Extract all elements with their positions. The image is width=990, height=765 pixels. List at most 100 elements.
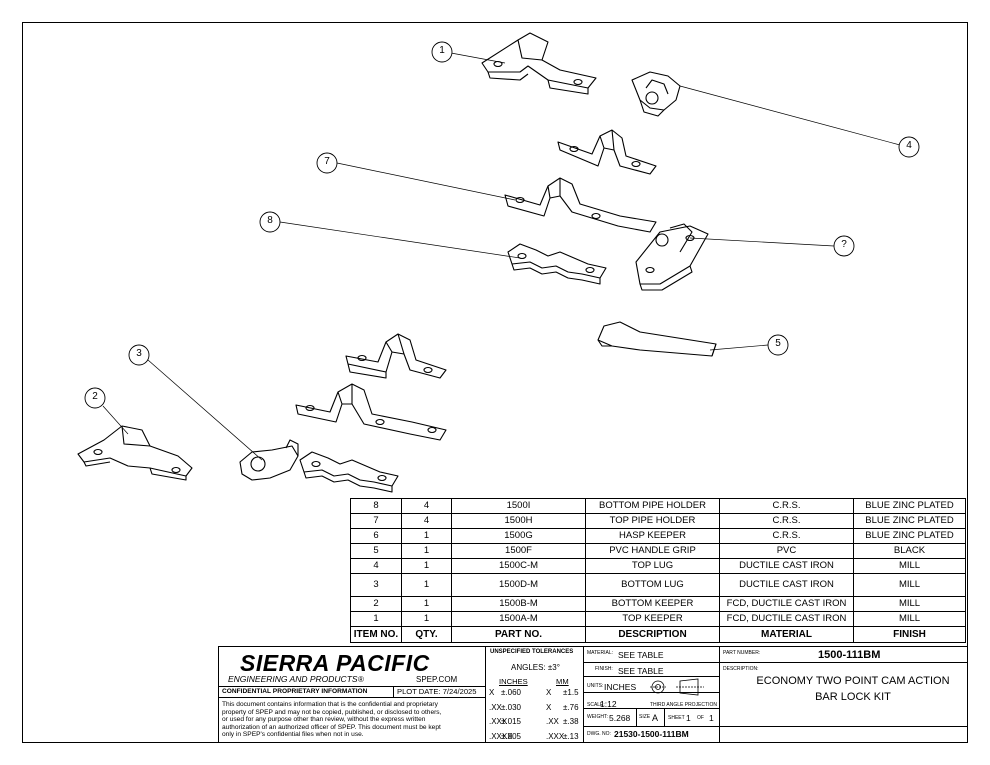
bom-cell: MILL: [853, 611, 966, 627]
bom-cell: 2: [350, 596, 402, 612]
bom-cell: 1: [401, 528, 452, 544]
plot-date: PLOT DATE: 7/24/2025: [397, 687, 477, 696]
part-top-pipe-holder-upper: [557, 129, 657, 175]
sheet-value: 1: [686, 713, 691, 723]
tolerance-cell: ±.060: [501, 688, 521, 697]
bom-cell: 1500A-M: [451, 611, 586, 627]
balloon-1: 1: [439, 45, 445, 56]
bom-cell: TOP PIPE HOLDER: [585, 513, 720, 529]
tolerance-mm-header: MM: [556, 677, 569, 686]
bom-cell: 5: [350, 543, 402, 559]
bom-cell: 1: [401, 573, 452, 597]
divider: [664, 709, 665, 726]
bom-cell: 1: [350, 611, 402, 627]
material-label: MATERIAL:: [587, 650, 614, 656]
bom-cell: 1: [401, 558, 452, 574]
bom-cell: MILL: [853, 558, 966, 574]
bom-cell: PVC: [719, 543, 854, 559]
part-top-pipe-holder-lower-2: [295, 383, 447, 441]
balloon-4: 4: [906, 140, 912, 151]
third-angle-projection-icon: [650, 678, 704, 696]
balloon-7: 7: [324, 156, 330, 167]
company-section: [218, 646, 486, 743]
company-name: SIERRA PACIFIC: [240, 650, 430, 676]
sheet-label: SHEET: [668, 715, 685, 721]
tolerance-cell: X: [546, 688, 552, 697]
bom-cell: 6: [350, 528, 402, 544]
registered-mark: ®: [358, 675, 364, 684]
units-label: UNITS:: [587, 683, 604, 689]
scale-label: SCALE:: [587, 702, 605, 708]
scale-value: 1:12: [600, 699, 617, 709]
weight-label: WEIGHT:: [587, 714, 608, 720]
size-label: SIZE: [639, 714, 651, 720]
bom-cell: 1500C-M: [451, 558, 586, 574]
part-top-pipe-holder-7: [504, 177, 657, 233]
bom-header-cell: PART NO.: [451, 626, 586, 643]
bom-cell: 1: [401, 596, 452, 612]
bom-header-cell: DESCRIPTION: [585, 626, 720, 643]
bom-header-cell: ITEM NO.: [350, 626, 402, 643]
bom-cell: BOTTOM LUG: [585, 573, 720, 597]
bom-header-cell: QTY.: [401, 626, 452, 643]
spec-row: [584, 692, 720, 709]
tolerance-angles: ANGLES: ±3°: [511, 663, 560, 672]
bom-cell: 1500H: [451, 513, 586, 529]
bom-cell: C.R.S.: [719, 528, 854, 544]
bom-cell: 7: [350, 513, 402, 529]
company-website: SPEP.COM: [416, 675, 458, 684]
leader-lines: [102, 52, 901, 461]
confidential-label: CONFIDENTIAL PROPRIETARY INFORMATION: [222, 688, 368, 695]
tolerance-cell: ±.015: [501, 717, 521, 726]
part-section: [720, 646, 968, 743]
description-label: DESCRIPTION:: [723, 666, 759, 672]
of-label: OF: [697, 715, 704, 721]
spec-row: [584, 662, 720, 677]
part-bottom-pipe-holder-8: [507, 243, 607, 285]
sheet-total: 1: [709, 713, 714, 723]
bom-cell: TOP LUG: [585, 558, 720, 574]
projection-label: THIRD ANGLE PROJECTION: [650, 702, 717, 708]
divider: [393, 686, 394, 698]
part-bottom-pipe-holder-lower: [299, 451, 399, 493]
bom-cell: TOP KEEPER: [585, 611, 720, 627]
bom-cell: PVC HANDLE GRIP: [585, 543, 720, 559]
bom-cell: BLACK: [853, 543, 966, 559]
balloon-3: 3: [136, 348, 142, 359]
bom-cell: BLUE ZINC PLATED: [853, 498, 966, 514]
finish-value: SEE TABLE: [618, 666, 664, 676]
part-bottom-keeper: [77, 425, 193, 481]
bom-cell: 1500G: [451, 528, 586, 544]
part-pvc-handle-grip: [597, 321, 717, 357]
divider: [636, 709, 637, 726]
bom-cell: BLUE ZINC PLATED: [853, 528, 966, 544]
bom-cell: DUCTILE CAST IRON: [719, 573, 854, 597]
tolerances-section: [486, 646, 584, 743]
bom-cell: 1500D-M: [451, 573, 586, 597]
bom-cell: 1: [401, 611, 452, 627]
tolerance-cell: .XXX: [489, 717, 508, 726]
part-hasp-keeper: [635, 223, 709, 291]
tolerance-cell: X: [489, 688, 495, 697]
bom-cell: C.R.S.: [719, 498, 854, 514]
part-top-lug: [631, 71, 681, 117]
description-line-1: ECONOMY TWO POINT CAM ACTION: [756, 675, 950, 687]
bom-cell: BLUE ZINC PLATED: [853, 513, 966, 529]
tolerance-cell: ±.005: [501, 731, 521, 741]
units-value: INCHES: [604, 682, 637, 692]
bom-cell: BOTTOM KEEPER: [585, 596, 720, 612]
bom-cell: C.R.S.: [719, 513, 854, 529]
balloon-8: 8: [267, 215, 273, 226]
bom-header-cell: FINISH: [853, 626, 966, 643]
divider: [720, 726, 968, 727]
part-number-label: PART NUMBER:: [723, 650, 761, 656]
company-subtitle: ENGINEERING AND PRODUCTS: [228, 674, 358, 684]
